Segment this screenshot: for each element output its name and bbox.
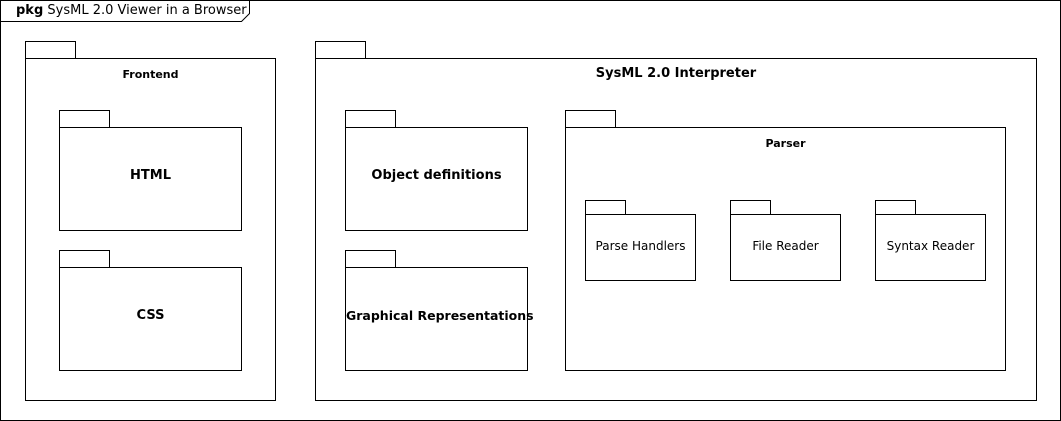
- package-css[interactable]: CSS: [59, 250, 242, 371]
- package-object-definitions[interactable]: Object definitions: [345, 110, 528, 231]
- package-tab: [585, 200, 626, 215]
- package-body: HTML: [59, 127, 242, 231]
- package-file-reader[interactable]: File Reader: [730, 200, 841, 281]
- package-title: Graphical Representations: [346, 308, 534, 323]
- package-body: CSS: [59, 267, 242, 371]
- package-tab: [730, 200, 771, 215]
- package-title: Parser: [765, 137, 806, 150]
- frame-keyword: pkg: [16, 3, 44, 18]
- package-tab: [875, 200, 916, 215]
- package-html[interactable]: HTML: [59, 110, 242, 231]
- package-title: Object definitions: [371, 168, 502, 183]
- package-title: Parse Handlers: [595, 239, 686, 253]
- frame-label: pkg SysML 2.0 Viewer in a Browser: [16, 3, 247, 18]
- package-body: Graphical Representations: [345, 267, 534, 371]
- frame-header-outline: [0, 0, 250, 22]
- package-title: Syntax Reader: [886, 239, 975, 253]
- package-body: Syntax Reader: [875, 214, 986, 281]
- package-tab: [25, 41, 76, 59]
- package-tab: [345, 110, 396, 128]
- package-graphical-representations[interactable]: Graphical Representations: [345, 250, 534, 371]
- package-tab: [345, 250, 396, 268]
- package-title: HTML: [130, 168, 171, 183]
- package-syntax-reader[interactable]: Syntax Reader: [875, 200, 986, 281]
- package-tab: [315, 41, 366, 59]
- package-tab: [565, 110, 616, 128]
- package-title: File Reader: [752, 239, 819, 253]
- frame-header: pkg SysML 2.0 Viewer in a Browser: [0, 0, 250, 22]
- package-body: File Reader: [730, 214, 841, 281]
- package-title: SysML 2.0 Interpreter: [595, 66, 757, 81]
- package-title: Frontend: [122, 68, 179, 81]
- package-parse-handlers[interactable]: Parse Handlers: [585, 200, 696, 281]
- frame-name: SysML 2.0 Viewer in a Browser: [47, 3, 247, 18]
- package-body: Object definitions: [345, 127, 528, 231]
- package-title: CSS: [136, 308, 165, 323]
- package-tab: [59, 250, 110, 268]
- package-body: Parse Handlers: [585, 214, 696, 281]
- package-tab: [59, 110, 110, 128]
